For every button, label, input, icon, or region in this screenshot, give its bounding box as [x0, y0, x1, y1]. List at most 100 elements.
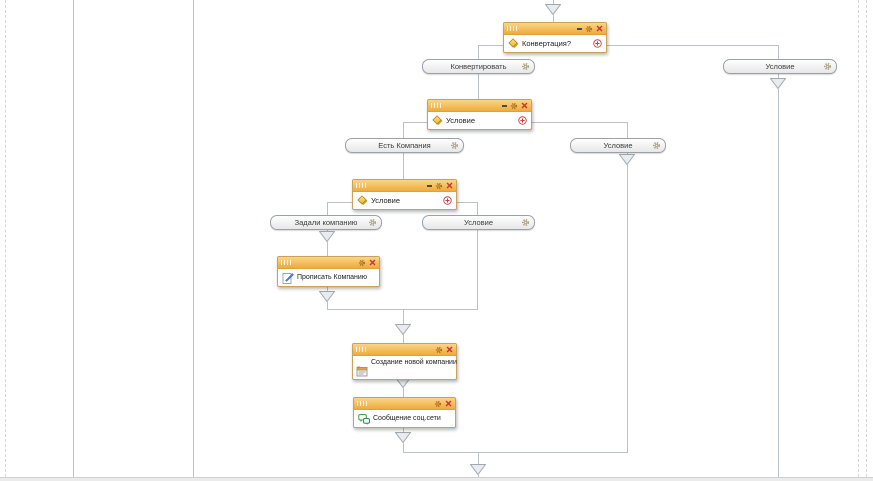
drag-handle-icon: [507, 26, 518, 31]
flow-arrow-icon: [770, 78, 786, 89]
connector-line: [403, 443, 404, 452]
gear-icon[interactable]: [434, 400, 442, 408]
close-icon[interactable]: [369, 259, 376, 266]
close-icon[interactable]: [445, 400, 452, 407]
gear-icon[interactable]: [823, 62, 832, 71]
drag-handle-icon: [356, 183, 367, 188]
condition-diamond-icon: [432, 115, 443, 126]
connector-line: [327, 309, 478, 310]
node-social-message[interactable]: Сообщение соц.сети: [353, 397, 456, 428]
connector-line: [477, 202, 478, 215]
connector-line: [478, 73, 479, 99]
connector-line: [553, 15, 554, 22]
connector-line: [327, 202, 352, 203]
close-icon[interactable]: [446, 346, 453, 353]
connector-line: [553, 0, 554, 5]
branch-label: Условие: [603, 141, 633, 150]
connector-line: [403, 335, 404, 343]
branch-button-convert[interactable]: Конвертировать: [422, 59, 535, 74]
chat-bubbles-icon: [358, 413, 370, 425]
connector-line: [478, 45, 503, 46]
branch-rail-line: [73, 0, 74, 477]
node-create-company[interactable]: Создание новой компании: [352, 343, 457, 380]
branch-button-has-company[interactable]: Есть Компания: [345, 138, 464, 153]
branch-label: Конвертировать: [450, 62, 507, 71]
branch-button-condition[interactable]: Условие: [723, 59, 837, 74]
condition-diamond-icon: [508, 38, 519, 49]
connector-line: [403, 388, 404, 397]
connector-line: [477, 229, 478, 309]
close-icon[interactable]: [521, 102, 528, 109]
drag-handle-icon: [356, 347, 367, 352]
flow-arrow-icon: [395, 432, 411, 443]
gear-icon[interactable]: [585, 25, 593, 33]
node-title-bar[interactable]: [353, 180, 456, 192]
node-title-bar[interactable]: [504, 23, 606, 35]
flow-arrow-icon: [545, 4, 561, 15]
branch-button-condition[interactable]: Условие: [422, 215, 535, 230]
canvas-boundary-dashed-line: [858, 0, 859, 477]
edit-document-icon: [282, 272, 294, 284]
node-title-bar[interactable]: [428, 100, 531, 112]
gear-icon[interactable]: [450, 141, 459, 150]
node-title-bar[interactable]: [278, 257, 379, 269]
gear-icon[interactable]: [652, 141, 661, 150]
gear-icon[interactable]: [510, 102, 518, 110]
gear-icon[interactable]: [521, 62, 530, 71]
flow-arrow-icon: [319, 231, 335, 242]
connector-line: [627, 152, 628, 155]
branch-button-company-set[interactable]: Задали компанию: [270, 215, 382, 230]
canvas-bottom-scroll-strip[interactable]: [0, 477, 873, 481]
branch-label: Условие: [765, 62, 795, 71]
connector-line: [403, 425, 404, 433]
branch-button-condition[interactable]: Условие: [570, 138, 666, 153]
connector-line: [627, 165, 628, 452]
gear-icon[interactable]: [358, 259, 366, 267]
gear-icon[interactable]: [435, 346, 443, 354]
gear-icon[interactable]: [521, 218, 530, 227]
connector-line: [478, 452, 479, 465]
flow-arrow-icon: [619, 154, 635, 165]
flow-arrow-icon: [319, 291, 335, 302]
node-label: Конвертация?: [522, 39, 571, 48]
add-branch-icon[interactable]: [518, 116, 527, 125]
branch-rail-line: [193, 0, 194, 477]
flow-arrow-icon: [395, 324, 411, 335]
node-condition-block[interactable]: Условие: [352, 179, 457, 210]
company-card-icon: [356, 365, 368, 377]
close-icon[interactable]: [596, 25, 603, 32]
connector-line: [627, 122, 628, 138]
connector-line: [327, 202, 328, 215]
drag-handle-icon: [431, 103, 442, 108]
gear-icon[interactable]: [368, 218, 377, 227]
connector-line: [327, 242, 328, 256]
canvas-boundary-dashed-line: [866, 0, 867, 477]
minimize-icon[interactable]: [502, 104, 507, 107]
connector-line: [403, 452, 628, 453]
connector-line: [778, 45, 779, 59]
add-branch-icon[interactable]: [443, 196, 452, 205]
add-branch-icon[interactable]: [593, 39, 602, 48]
node-title-bar[interactable]: [354, 398, 455, 410]
canvas-boundary-dashed-line: [5, 0, 6, 477]
node-title-bar[interactable]: [353, 344, 456, 356]
gear-icon[interactable]: [435, 182, 443, 190]
connector-line: [530, 122, 628, 123]
connector-line: [455, 202, 477, 203]
close-icon[interactable]: [446, 182, 453, 189]
connector-line: [327, 284, 328, 292]
node-condition-block[interactable]: Условие: [427, 99, 532, 130]
node-label: Прописать Компанию: [297, 274, 368, 281]
node-set-company[interactable]: Прописать Компанию: [277, 256, 380, 287]
minimize-icon[interactable]: [577, 27, 582, 30]
connector-line: [403, 122, 427, 123]
drag-handle-icon: [281, 260, 292, 265]
connector-line: [403, 309, 404, 325]
minimize-icon[interactable]: [427, 184, 432, 187]
node-conversion-condition[interactable]: Конвертация?: [503, 22, 607, 53]
drag-handle-icon: [357, 401, 368, 406]
branch-label: Условие: [464, 218, 493, 227]
node-label: Сообщение соц.сети: [373, 415, 441, 422]
connector-line: [403, 152, 404, 179]
